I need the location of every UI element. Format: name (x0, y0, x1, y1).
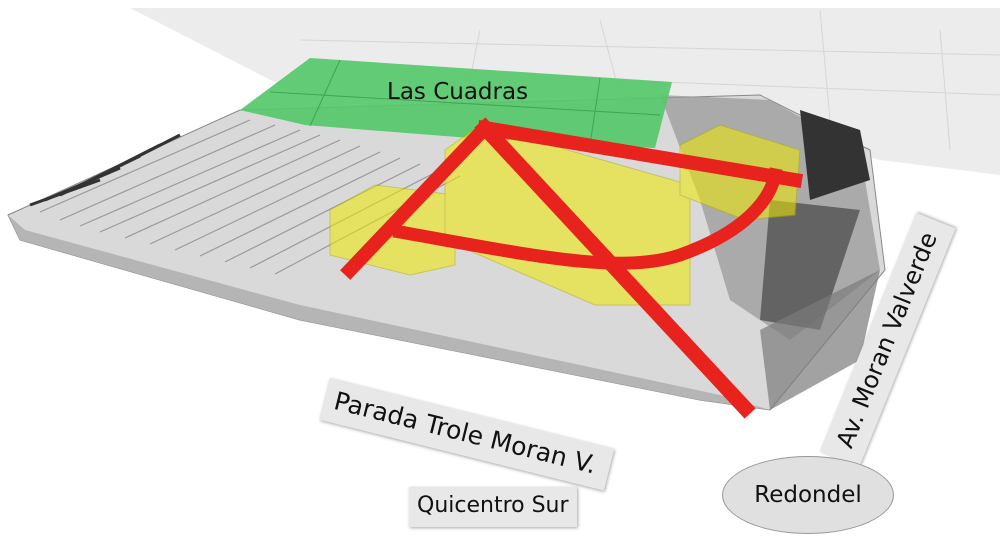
slope-edge (760, 270, 880, 410)
label-las-cuadras: Las Cuadras (387, 79, 529, 105)
red-path-top-bar (476, 119, 804, 189)
red-path (340, 117, 804, 419)
label-redondel-text: Redondel (754, 482, 862, 508)
right-tower (800, 110, 870, 200)
green-zone-grid (269, 59, 661, 146)
right-wing (760, 200, 860, 330)
red-path-left-spur (340, 118, 495, 280)
red-path-cross-arc (392, 167, 783, 270)
label-redondel: Redondel (722, 456, 894, 534)
site-base-front-edge (8, 215, 770, 410)
terrace-shadows (29, 133, 181, 207)
label-quicentro-sur: Quicentro Sur (409, 487, 577, 527)
terraces (39, 119, 461, 275)
